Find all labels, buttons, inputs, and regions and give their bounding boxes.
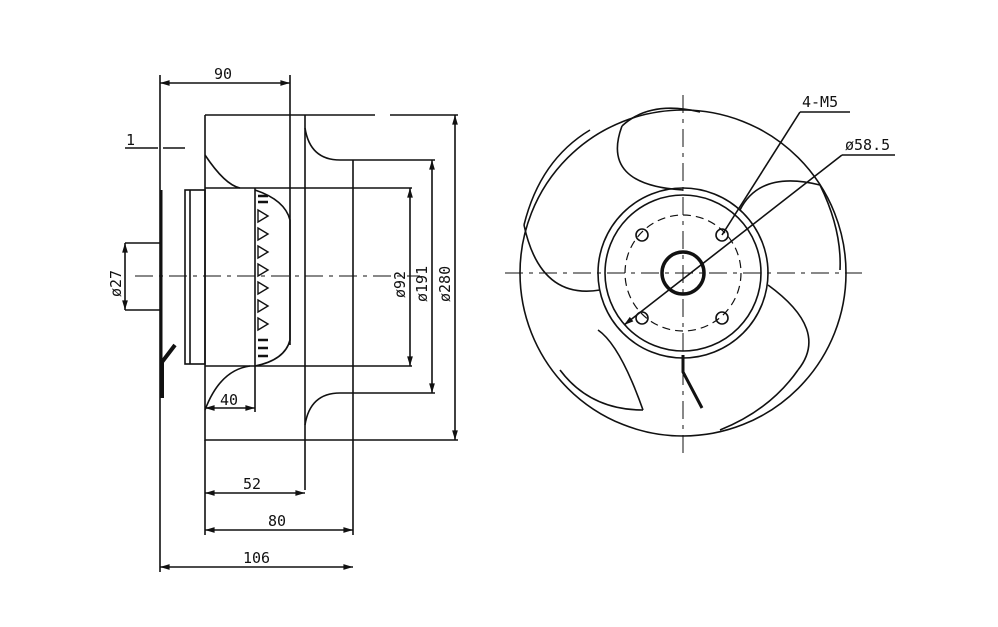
dim-280: ø280 [436, 266, 454, 302]
dim-52: 52 [243, 475, 261, 493]
label-4-m5: 4-M5 [802, 93, 838, 111]
shaft [660, 250, 706, 296]
mounting-holes [635, 228, 729, 325]
label-bolt-circle: ø58.5 [845, 136, 890, 154]
dim-80: 80 [268, 512, 286, 530]
dim-1: 1 [126, 131, 135, 149]
cable [160, 343, 177, 398]
blade-slots [257, 194, 270, 358]
front-view: 4-M5 ø58.5 [505, 93, 895, 455]
dim-92: ø92 [391, 271, 409, 298]
dim-27: ø27 [107, 270, 125, 297]
dim-90: 90 [214, 65, 232, 83]
impeller-blades [523, 107, 841, 431]
side-view: 90 1 ø27 40 52 80 106 ø92 ø191 ø280 [107, 65, 458, 572]
dim-40: 40 [220, 391, 238, 409]
dim-106: 106 [243, 549, 270, 567]
dim-191: ø191 [413, 266, 431, 302]
cable [681, 355, 704, 409]
